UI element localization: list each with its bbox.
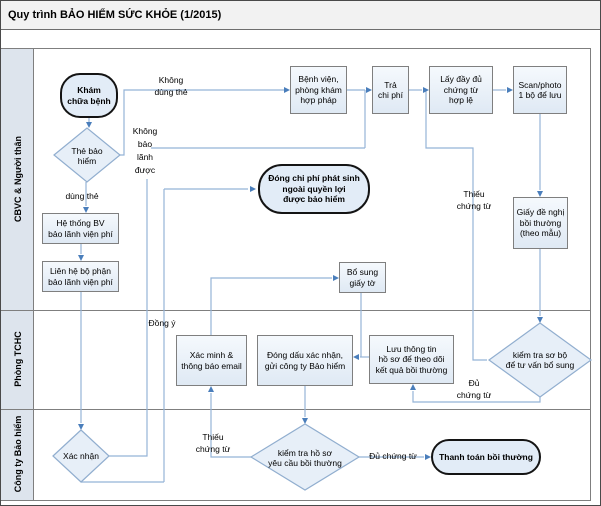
node-thanh-toan: Thanh toán bồi thường (431, 439, 541, 475)
decision-text-kiem-tra-so-bo: kiểm tra sơ bộ để tư vấn bổ sung (505, 349, 575, 371)
arrowhead-into-xacnhan (78, 424, 84, 430)
arrowhead-into-giaydenghi (537, 191, 543, 197)
lane-divider-2 (1, 409, 590, 410)
arrowhead-into-kiemtrahoso (302, 418, 308, 424)
edge-duchungtu-to-luuthongtin (412, 391, 541, 403)
arrowhead-into-bosung (333, 275, 339, 281)
edge-label-dong-y: Đồng ý (148, 318, 176, 328)
edge-label-du-chung-tu: Đủ chứng từ (456, 378, 492, 400)
node-kham-chua-benh: Khám chữa bệnh (60, 73, 118, 118)
node-benh-vien: Bệnh viện, phòng khám hợp pháp (290, 66, 347, 114)
node-luu-thong-tin: Lưu thông tin hồ sơ để theo dõi kết quả … (369, 335, 454, 384)
arrowhead-into-lienhe (78, 255, 84, 261)
edge-label-dung-the: dùng thẻ (65, 191, 99, 201)
node-lay-day-du: Lấy đầy đủ chứng từ hợp lệ (429, 66, 493, 114)
arrowhead-into-trachiphi (366, 87, 372, 93)
edge-xacnhan-khongbaolanh-riser (109, 179, 148, 457)
arrowhead-into-dongdau (353, 354, 359, 360)
edge-thieuchungtu-top (425, 90, 487, 361)
node-lien-he-bo-phan: Liên hệ bộ phận bảo lãnh viện phí (42, 261, 119, 292)
arrowhead-into-dongchiphi (250, 186, 256, 192)
node-tra-chi-phi: Trả chi phí (372, 66, 409, 114)
node-dong-chi-phi: Đóng chi phí phát sinh ngoài quyền lợi đ… (258, 164, 370, 214)
decision-xac-nhan (52, 429, 110, 483)
lane-cell-baohiem (1, 409, 34, 500)
edge-label-thieu-chung-tu-bottom: Thiếu chứng từ (195, 432, 231, 454)
edge-label-khong-dung-the: Không dùng thẻ (154, 75, 188, 97)
arrowhead-into-xacminh (208, 386, 214, 392)
table-bottom-line (1, 500, 590, 501)
decision-text-the-bao-hiem: Thẻ bảo hiểm (71, 145, 103, 167)
table-top-line (1, 48, 590, 49)
decision-text-xac-nhan: Xác nhận (63, 451, 99, 462)
arrowhead-into-laydaydu (423, 87, 429, 93)
edge-label-du-chung-tu-bottom: Đủ chứng từ (369, 451, 417, 461)
table-right-line (590, 48, 591, 501)
node-bo-sung-giay-to: Bổ sung giấy tờ (339, 262, 386, 293)
edge-xacminh-to-bosung (210, 277, 332, 335)
arrowhead-into-luuthongtin (410, 384, 416, 390)
node-dong-dau: Đóng dấu xác nhận, gửi công ty Bảo hiểm (257, 335, 353, 386)
arrowhead-into-benhvien (284, 87, 290, 93)
edge-label-khong-bao-lanh: Không bảo lãnh được (132, 126, 158, 175)
decision-text-kiem-tra-ho-so: kiểm tra hồ sơ yêu cầu bồi thường (268, 447, 342, 469)
decision-kiem-tra-ho-so (249, 423, 361, 491)
edge-dongy-to-dongchiphi (81, 188, 248, 483)
edge-thieuchungtu-to-xacminh (210, 393, 251, 458)
node-xac-minh: Xác minh & thông báo email (176, 335, 247, 386)
arrowhead-into-thebaohiem (86, 122, 92, 128)
arrowhead-into-scan (507, 87, 513, 93)
lane-cell-cbvc (1, 49, 34, 310)
node-scan-photo: Scan/photo 1 bộ để lưu (513, 66, 567, 114)
arrowhead-into-kiemtrasobo (537, 317, 543, 323)
decision-the-bao-hiem (53, 127, 121, 183)
lane-cell-tchc (1, 310, 34, 409)
edge-khongdungthe (120, 89, 284, 156)
decision-kiem-tra-so-bo (487, 322, 593, 398)
edge-label-thieu-chung-tu-top: Thiếu chứng từ (456, 189, 492, 211)
node-he-thong-bv: Hệ thống BV bảo lãnh viện phí (42, 213, 119, 244)
arrowhead-into-hethong (83, 207, 89, 213)
arrowhead-into-thanhtoan (425, 454, 431, 460)
node-giay-de-nghi: Giấy đề nghị bồi thường (theo mẫu) (513, 197, 568, 249)
page-title: Quy trình BẢO HIỂM SỨC KHỎE (1/2015) (1, 1, 600, 30)
lane-divider-1 (1, 310, 590, 311)
